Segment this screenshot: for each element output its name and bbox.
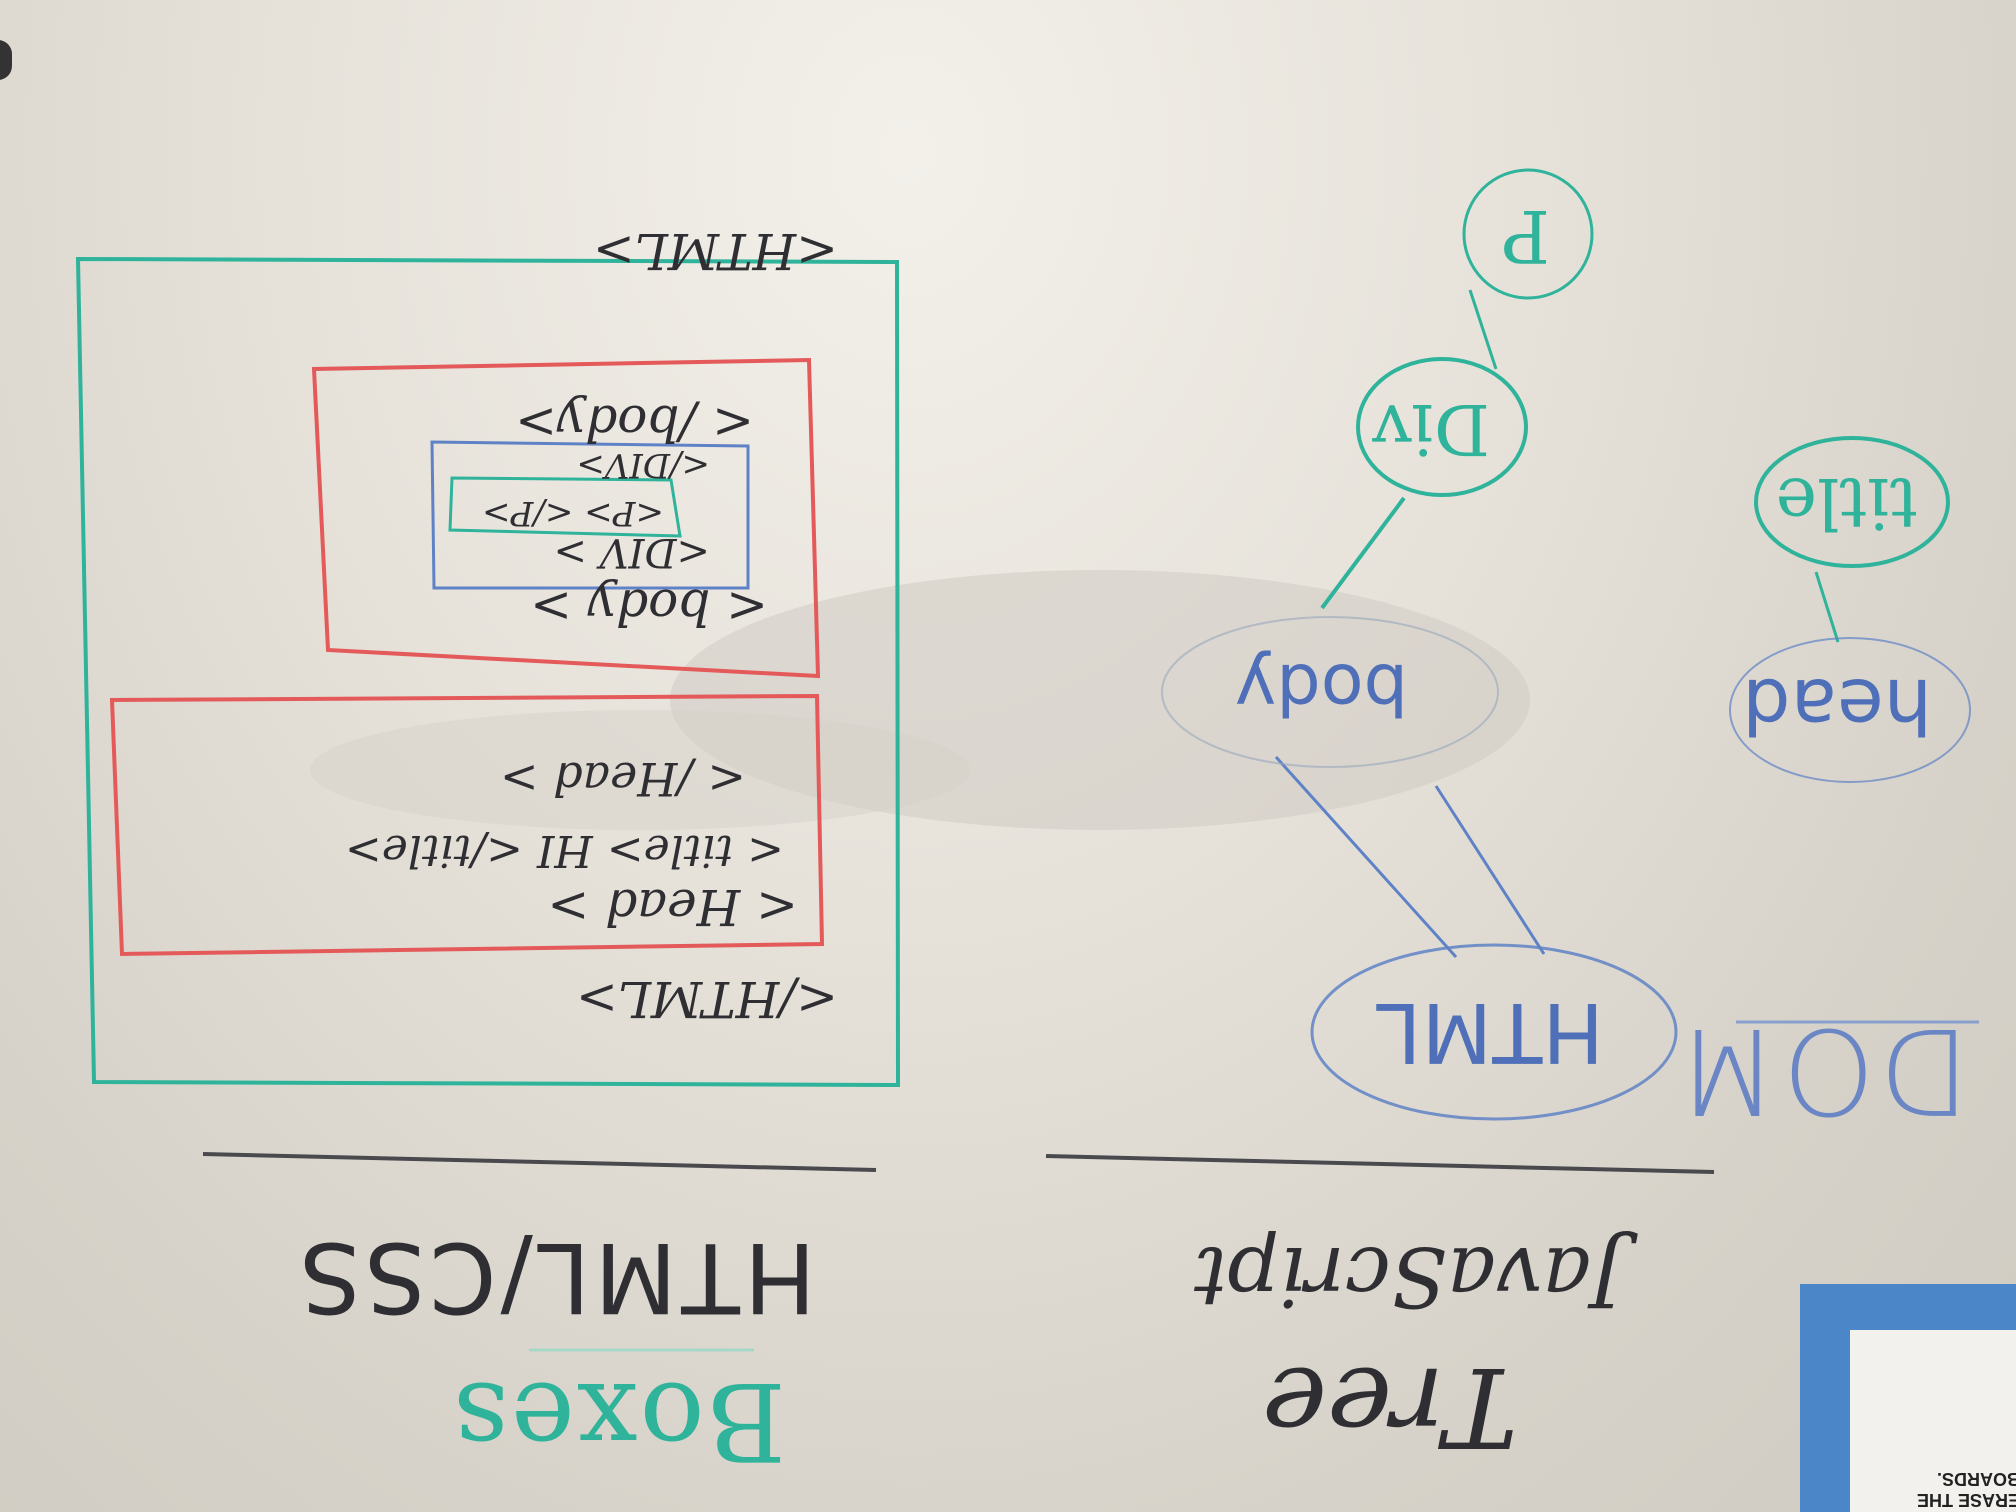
- html-css-subheading: HTML/CSS: [295, 1221, 816, 1333]
- left-divider: [202, 1152, 877, 1172]
- javascript-subheading: JavaScript: [1194, 1228, 1624, 1323]
- node-title-label: title: [1775, 462, 1918, 544]
- node-body-label: body: [1234, 648, 1408, 730]
- code-p-line: <P> </P>: [482, 493, 664, 533]
- node-div-label: Div: [1371, 388, 1490, 470]
- edge-html-head: [1434, 785, 1546, 955]
- poster-text: ERASE THE BOARDS.: [1916, 1470, 2016, 1510]
- body-box: [311, 357, 821, 679]
- code-head-title: < title> HI </title>: [344, 825, 784, 876]
- html-outer-box: [75, 256, 901, 1088]
- node-p: [1462, 168, 1594, 300]
- edge-html-body: [1274, 755, 1458, 959]
- code-body-open: < body >: [530, 578, 768, 636]
- dom-label: DOM: [1672, 1002, 1970, 1140]
- div-box: [430, 440, 750, 590]
- right-divider: [1045, 1154, 1715, 1174]
- head-box: [109, 693, 825, 957]
- node-title: [1754, 436, 1950, 568]
- edge-body-div: [1320, 496, 1406, 610]
- node-div: [1356, 357, 1528, 497]
- code-head-open: < Head >: [547, 878, 798, 936]
- magnet-clip: [0, 40, 12, 80]
- code-div-open: <DIV >: [553, 529, 710, 575]
- code-head-close: < /Head >: [499, 752, 746, 806]
- node-html-label: HTML: [1375, 984, 1604, 1079]
- code-html-open: <HTML>: [592, 222, 838, 280]
- edge-head-title: [1814, 571, 1840, 643]
- code-div-close: </DIV>: [576, 445, 710, 485]
- edge-div-p: [1468, 289, 1498, 370]
- node-head: [1729, 637, 1971, 783]
- node-head-label: head: [1742, 662, 1932, 751]
- poster-paper: [1850, 1330, 2016, 1512]
- node-p-label: P: [1501, 194, 1550, 278]
- boxes-heading: Boxes: [451, 1358, 786, 1483]
- node-html: [1310, 943, 1678, 1121]
- node-body: [1161, 616, 1499, 768]
- code-body-close: < /body>: [515, 394, 754, 452]
- code-html-close: </HTML>: [576, 970, 838, 1028]
- tree-heading: Tree: [1261, 1343, 1518, 1471]
- p-box: [448, 476, 682, 538]
